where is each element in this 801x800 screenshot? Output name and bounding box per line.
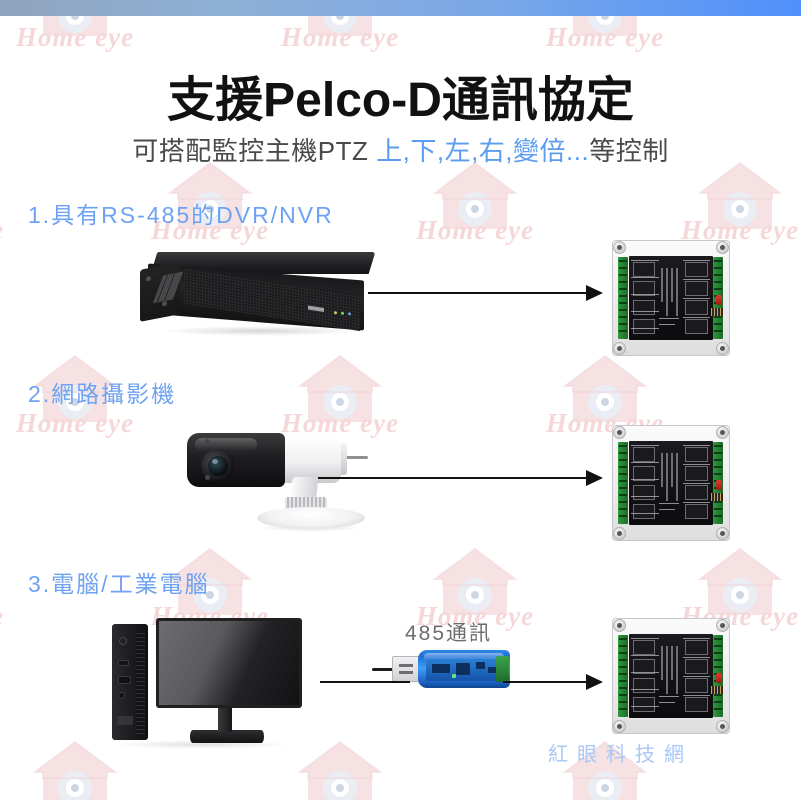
monitor-screen — [156, 618, 302, 708]
relay-pcb — [629, 256, 713, 340]
usb-terminal-block — [496, 656, 509, 682]
pc-vent-grille — [136, 630, 145, 734]
bullet-ip-camera — [183, 425, 368, 535]
relay-pcb — [629, 634, 713, 718]
camera-lens — [208, 456, 228, 476]
relay-red-capacitor — [716, 295, 722, 305]
dvr-led-2 — [341, 311, 344, 315]
arrow-head — [586, 470, 603, 486]
pc-power-button[interactable] — [119, 637, 127, 645]
arrow-shaft — [320, 681, 410, 683]
section-label-1: 1.具有RS-485的DVR/NVR — [28, 202, 334, 228]
arrow-head — [586, 674, 603, 690]
camera-ir-led-top — [205, 439, 210, 444]
relay-mount-ear — [613, 527, 626, 540]
relay-mount-ear — [716, 527, 729, 540]
relay-mount-ear — [613, 619, 626, 632]
relay-terminal-block-left — [618, 257, 628, 339]
pc-shadow — [112, 740, 292, 749]
camera-body — [279, 437, 341, 483]
section-label-2: 2.網路攝影機 — [28, 381, 177, 407]
arrow-right-icon — [368, 283, 603, 303]
dvr-left-face — [140, 262, 184, 322]
relay-mount-ear — [613, 241, 626, 254]
relay-red-capacitor — [716, 480, 722, 490]
connector-line — [320, 672, 410, 692]
dvr-led-3 — [348, 312, 351, 316]
relay-dip-switch — [711, 308, 723, 316]
relay-dip-switch — [711, 493, 723, 501]
dvr-front-mesh — [184, 267, 360, 332]
relay-mount-ear — [716, 426, 729, 439]
dvr-led-1 — [334, 311, 337, 315]
camera-ir-led-bottom — [205, 475, 210, 480]
arrow-shaft — [368, 292, 587, 294]
relay-terminal-block-left — [618, 635, 628, 717]
brand-footer: 紅眼科技網 — [548, 744, 693, 766]
usb-chip-1 — [432, 664, 450, 673]
subtitle-highlight: 上,下,左,右,變倍... — [376, 136, 590, 166]
subtitle-prefix: 可搭配監控主機PTZ — [132, 136, 377, 166]
top-gradient-bar — [0, 0, 801, 16]
rs485-comm-label: 485通訊 — [405, 622, 493, 645]
usb-chip-4 — [488, 667, 496, 673]
pc-brand-badge — [117, 716, 133, 725]
pc-tower — [112, 624, 148, 740]
relay-board-module — [612, 240, 730, 356]
relay-pcb — [629, 441, 713, 525]
usb-chip-2 — [456, 663, 470, 675]
relay-mount-ear — [613, 426, 626, 439]
dvr-screw-top — [146, 275, 151, 282]
arrow-right-icon — [318, 468, 603, 488]
dvr-shadow — [160, 326, 360, 336]
relay-board-module — [612, 618, 730, 734]
dvr-vent-slots — [152, 271, 184, 307]
arrow-head — [586, 285, 603, 301]
monitor-stand-neck — [218, 708, 232, 732]
pc-audio-jack — [118, 692, 125, 699]
relay-red-capacitor — [716, 673, 722, 683]
relay-mount-ear — [716, 241, 729, 254]
section-label-3: 3.電腦/工業電腦 — [28, 571, 210, 597]
relay-mount-ear — [716, 342, 729, 355]
pc-usb-c-port — [118, 660, 129, 666]
page-title: 支援Pelco-D通訊協定 — [167, 74, 634, 127]
usb-adapter-pcb — [426, 659, 502, 681]
usb-adapter-cable — [372, 668, 394, 671]
relay-mount-ear — [716, 720, 729, 733]
relay-dip-switch — [711, 686, 723, 694]
subtitle-suffix: 等控制 — [589, 136, 669, 166]
relay-mount-ear — [716, 619, 729, 632]
camera-sun-hood — [187, 433, 285, 487]
usb-chip-3 — [476, 662, 485, 669]
page-subtitle: 可搭配監控主機PTZ 上,下,左,右,變倍...等控制 — [0, 131, 801, 168]
relay-mount-ear — [613, 342, 626, 355]
usb-adapter-shell — [418, 650, 510, 688]
arrow-shaft — [503, 681, 587, 683]
usb-status-led — [452, 674, 456, 678]
arrow-right-icon — [503, 672, 603, 692]
pc-usb-a-port — [118, 676, 131, 684]
relay-terminal-block-left — [618, 442, 628, 524]
desktop-pc-and-monitor — [112, 618, 302, 749]
arrow-shaft — [318, 477, 587, 479]
usb-to-rs485-adapter — [372, 648, 510, 692]
relay-mount-ear — [613, 720, 626, 733]
camera-mount-base — [257, 507, 365, 529]
relay-board-module — [612, 425, 730, 541]
monitor-base — [190, 730, 264, 743]
camera-knurled-collar — [285, 497, 327, 510]
dvr-nvr-recorder — [140, 252, 380, 336]
camera-cable — [346, 456, 368, 459]
